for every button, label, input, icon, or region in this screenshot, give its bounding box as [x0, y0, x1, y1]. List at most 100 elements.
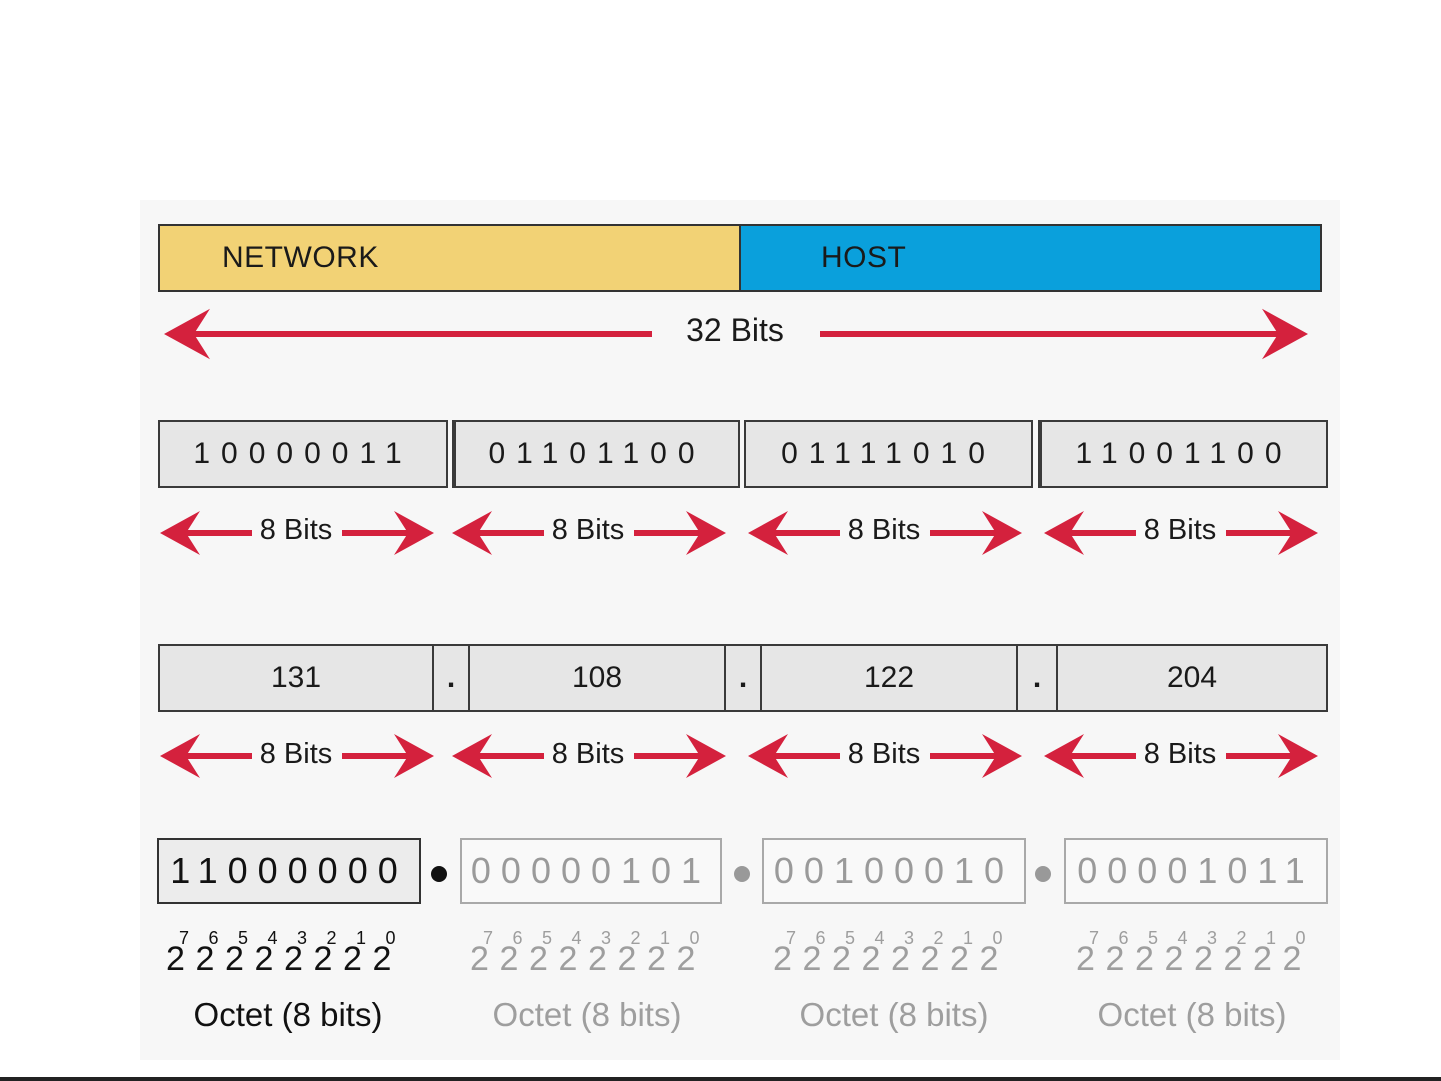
bits-arrow-left-r2-3: [748, 734, 840, 778]
binary-octet-4: 11001100: [1038, 420, 1328, 488]
binary-octet-2: 01101100: [452, 420, 740, 488]
bits-arrow-left-r1-1: [160, 511, 252, 555]
decimal-bits-label-1: 8 Bits: [259, 738, 333, 770]
power-exponent: 5: [238, 928, 249, 948]
power-exponent: 7: [786, 928, 797, 948]
power-exponent: 2: [630, 928, 641, 948]
network-label: NETWORK: [222, 241, 379, 274]
power-base: 2: [773, 940, 792, 978]
power-exponent: 0: [992, 928, 1003, 948]
power-base: 2: [647, 940, 666, 978]
power-exponent: 6: [208, 928, 219, 948]
decimal-bits-label-3: 8 Bits: [847, 738, 921, 770]
power-exponent: 1: [963, 928, 974, 948]
octet-label-3: Octet (8 bits): [799, 996, 989, 1033]
octet-separator-dot-2: [734, 866, 750, 882]
bits-arrow-left-r2-1: [160, 734, 252, 778]
power-base: 2: [1253, 940, 1272, 978]
power-exponent: 2: [1236, 928, 1247, 948]
power-exponent: 3: [297, 928, 308, 948]
decimal-octet-2: 108: [468, 644, 726, 712]
binary-bits-label-2: 8 Bits: [551, 514, 625, 546]
power-base: 2: [1223, 940, 1243, 978]
power-base: 2: [166, 940, 185, 978]
power-base: 2: [195, 940, 215, 978]
power-base: 2: [617, 940, 637, 978]
octet-box-2: 00000101: [460, 838, 722, 904]
bits-arrow-left-r1-2: [452, 511, 544, 555]
bits-arrow-right-r2-1: [342, 734, 434, 778]
decimal-bits-label-2: 8 Bits: [551, 738, 625, 770]
octet-separator-dot-3: [1035, 866, 1051, 882]
bits-arrow-right-r2-4: [1226, 734, 1318, 778]
power-exponent: 4: [571, 928, 582, 948]
power-base: 2: [254, 940, 274, 978]
bits-arrow-right-r1-1: [342, 511, 434, 555]
power-base: 2: [470, 940, 489, 978]
power-exponent: 6: [815, 928, 826, 948]
power-base: 2: [802, 940, 822, 978]
power-base: 2: [676, 940, 696, 978]
binary-octet-1: 10000011: [158, 420, 448, 488]
power-exponent: 7: [1089, 928, 1100, 948]
power-base: 2: [499, 940, 519, 978]
power-base: 2: [588, 940, 607, 978]
binary-bits-label-3: 8 Bits: [847, 514, 921, 546]
bottom-border-line: [0, 1077, 1441, 1081]
total-bits-arrow-left: [164, 308, 652, 360]
bits-arrow-left-r2-2: [452, 734, 544, 778]
bits-arrow-right-r1-3: [930, 511, 1022, 555]
host-section: HOST: [741, 226, 1320, 290]
octet-label-2: Octet (8 bits): [492, 996, 682, 1033]
power-exponent: 5: [542, 928, 553, 948]
network-host-bar: NETWORK HOST: [158, 224, 1322, 292]
power-base: 2: [1105, 940, 1125, 978]
power-exponent: 0: [1295, 928, 1306, 948]
decimal-bits-label-4: 8 Bits: [1143, 738, 1217, 770]
power-base: 2: [1194, 940, 1213, 978]
bits-arrow-left-r1-4: [1044, 511, 1136, 555]
power-base: 2: [891, 940, 910, 978]
total-bits-label: 32 Bits: [686, 312, 784, 348]
power-base: 2: [372, 940, 392, 978]
decimal-octet-1: 131: [158, 644, 434, 712]
binary-bits-label-1: 8 Bits: [259, 514, 333, 546]
bits-arrow-right-r2-2: [634, 734, 726, 778]
octet-label-1: Octet (8 bits): [193, 996, 383, 1033]
decimal-separator-2: .: [724, 644, 762, 712]
power-base: 2: [1076, 940, 1095, 978]
power-base: 2: [920, 940, 940, 978]
power-exponent: 6: [1118, 928, 1129, 948]
power-exponent: 4: [874, 928, 885, 948]
power-base: 2: [832, 940, 851, 978]
power-base: 2: [529, 940, 548, 978]
binary-bits-label-4: 8 Bits: [1143, 514, 1217, 546]
octet-label-4: Octet (8 bits): [1097, 996, 1287, 1033]
power-exponent: 2: [933, 928, 944, 948]
power-exponent: 7: [179, 928, 190, 948]
decimal-octet-3: 122: [760, 644, 1018, 712]
decimal-octet-4: 204: [1056, 644, 1328, 712]
octet-box-1: 11000000: [157, 838, 421, 904]
power-exponent: 4: [267, 928, 278, 948]
power-base: 2: [950, 940, 969, 978]
power-exponent: 2: [326, 928, 337, 948]
network-section: NETWORK: [160, 226, 741, 290]
power-exponent: 3: [601, 928, 612, 948]
octet-box-3: 00100010: [762, 838, 1026, 904]
bits-arrow-right-r1-2: [634, 511, 726, 555]
power-base: 2: [313, 940, 333, 978]
binary-octet-3: 01111010: [744, 420, 1033, 488]
power-base: 2: [1282, 940, 1302, 978]
octet-box-4: 00001011: [1064, 838, 1328, 904]
bits-arrow-left-r1-3: [748, 511, 840, 555]
bits-arrow-left-r2-4: [1044, 734, 1136, 778]
host-label: HOST: [821, 241, 907, 274]
total-bits-arrow-right: [820, 308, 1308, 360]
bits-arrow-right-r2-3: [930, 734, 1022, 778]
